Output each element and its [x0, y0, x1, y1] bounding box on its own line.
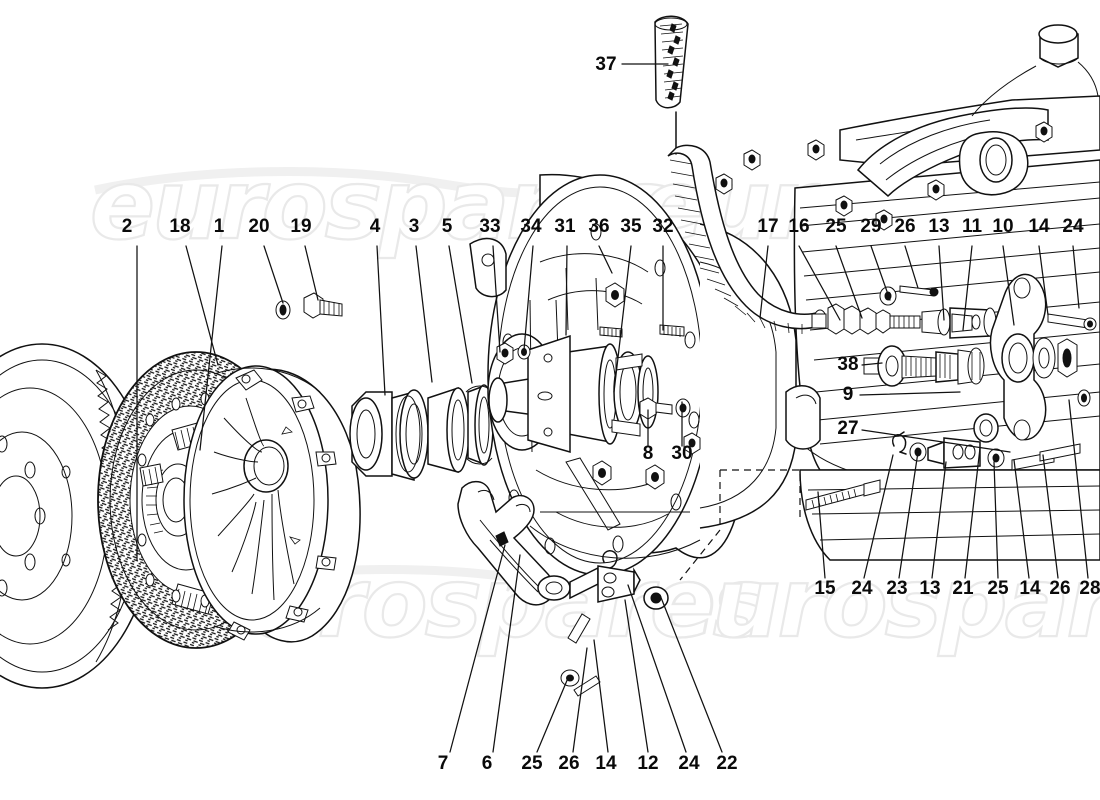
callout-4[interactable]: 4: [370, 216, 381, 237]
callout-20[interactable]: 20: [248, 216, 269, 237]
callout-25[interactable]: 25: [521, 753, 543, 774]
callout-31[interactable]: 31: [554, 216, 576, 237]
callout-14[interactable]: 14: [1028, 216, 1050, 237]
callout-38[interactable]: 38: [837, 354, 858, 375]
callout-12[interactable]: 12: [637, 753, 658, 774]
flywheel-bolt-holes: [0, 435, 71, 597]
callout-10[interactable]: 10: [992, 216, 1013, 237]
callout-2[interactable]: 2: [122, 216, 133, 237]
watermark-text: eurospares: [90, 149, 667, 261]
lower-right-linkage: [805, 345, 1091, 511]
callout-26[interactable]: 26: [558, 753, 579, 774]
input-shaft-seal-and-fasteners: [496, 282, 701, 490]
clutch-release-bearing: [349, 384, 494, 481]
callout-15[interactable]: 15: [814, 578, 836, 599]
callout-numbers-bottom-center: 7 6 25 26 14 12 24 22: [438, 753, 738, 774]
leaders-bottom-center: [449, 544, 723, 753]
callout-29[interactable]: 29: [860, 216, 881, 237]
dashed-locator: [679, 470, 721, 581]
cover-bolt-19: [303, 292, 343, 319]
callout-numbers-top-mid: 33 34 31 36 35 32: [479, 216, 673, 237]
callout-16[interactable]: 16: [788, 216, 809, 237]
callout-27[interactable]: 27: [837, 418, 858, 439]
callout-7[interactable]: 7: [438, 753, 449, 774]
leaders-bottom-right: [817, 399, 1089, 579]
leaders-inner: [621, 63, 1011, 453]
callout-22[interactable]: 22: [716, 753, 737, 774]
callout-24[interactable]: 24: [678, 753, 700, 774]
callout-13[interactable]: 13: [919, 578, 940, 599]
callout-9[interactable]: 9: [843, 384, 854, 405]
cable-end-hardware: [811, 273, 1097, 441]
callout-28[interactable]: 28: [1079, 578, 1100, 599]
callout-14[interactable]: 14: [1019, 578, 1041, 599]
callout-24[interactable]: 24: [851, 578, 873, 599]
callout-3[interactable]: 3: [409, 216, 420, 237]
callout-13[interactable]: 13: [928, 216, 949, 237]
callout-35[interactable]: 35: [620, 216, 642, 237]
callout-numbers-top-left: 2 18 1 20 19 4 3 5: [122, 216, 453, 237]
callout-33[interactable]: 33: [479, 216, 500, 237]
leaders-top-mid: [492, 245, 664, 393]
callout-32[interactable]: 32: [652, 216, 673, 237]
casing-studs: [715, 121, 1053, 231]
callout-25[interactable]: 25: [825, 216, 847, 237]
cover-mounting-lugs: [227, 369, 337, 641]
cable-coil-texture: [669, 159, 803, 334]
callout-numbers-top-right: 17 16 25 29 26 13 11 10 14 24: [757, 216, 1084, 237]
callout-numbers-bottom-right: 15 24 23 13 21 25 14 26 28: [814, 578, 1100, 599]
washer-20: [275, 300, 291, 320]
callout-26[interactable]: 26: [1049, 578, 1070, 599]
callout-18[interactable]: 18: [169, 216, 190, 237]
callout-25[interactable]: 25: [987, 578, 1009, 599]
callout-1[interactable]: 1: [214, 216, 225, 237]
callout-6[interactable]: 6: [482, 753, 493, 774]
callout-37[interactable]: 37: [595, 54, 616, 75]
callout-17[interactable]: 17: [757, 216, 778, 237]
clutch-release-fork: [457, 480, 571, 606]
callout-34[interactable]: 34: [520, 216, 542, 237]
rubber-texture: [659, 23, 684, 101]
rubber-sleeve: [654, 15, 689, 109]
callout-numbers-inner: 37 8 30 38 9 27: [595, 54, 858, 464]
diaphragm-spring-fingers: [211, 397, 295, 601]
watermark-swoosh: [94, 167, 561, 198]
callout-11[interactable]: 11: [962, 216, 983, 237]
callout-21[interactable]: 21: [952, 578, 974, 599]
gearbox-input-shaft: [488, 334, 622, 453]
callout-14[interactable]: 14: [595, 753, 617, 774]
leaders-top-right: [759, 245, 1080, 331]
dashed-locator: [720, 469, 801, 520]
callout-26[interactable]: 26: [894, 216, 915, 237]
callout-19[interactable]: 19: [290, 216, 311, 237]
callout-23[interactable]: 23: [886, 578, 907, 599]
callout-5[interactable]: 5: [442, 216, 453, 237]
clutch-pressure-plate-cover: [183, 365, 361, 643]
fork-link-clevis: [560, 550, 669, 697]
watermark-text: eurospares: [650, 547, 1100, 659]
leaders-top-left: [136, 245, 473, 561]
callout-36[interactable]: 36: [588, 216, 609, 237]
callout-24[interactable]: 24: [1062, 216, 1084, 237]
callout-8[interactable]: 8: [643, 443, 654, 464]
callout-30[interactable]: 30: [671, 443, 692, 464]
